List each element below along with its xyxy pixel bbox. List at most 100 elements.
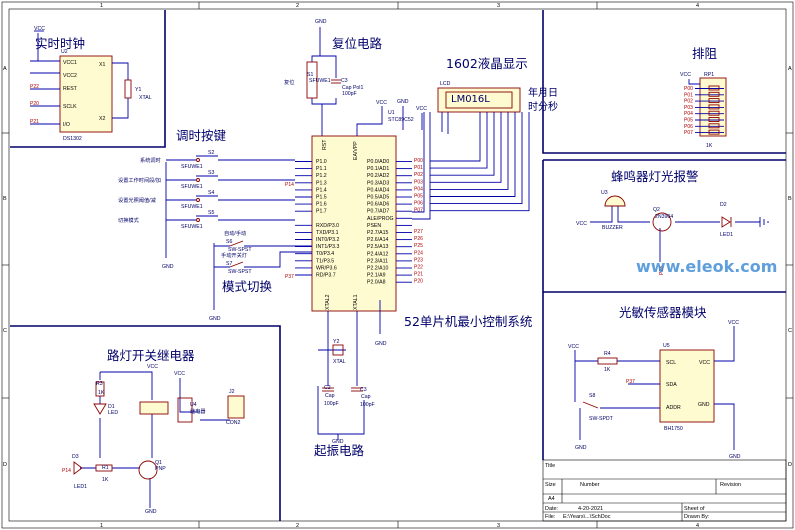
u1-net-p14: P14 bbox=[285, 182, 294, 188]
row-label-b-right: B bbox=[788, 196, 792, 202]
d2-part: LED1 bbox=[720, 232, 733, 238]
sensor-title: 光敏传感器模块 bbox=[619, 305, 707, 320]
s1-switch bbox=[306, 61, 318, 99]
reset-gnd: GND bbox=[315, 19, 327, 25]
lcd-title: 1602液晶显示 bbox=[446, 56, 528, 71]
q2-net-p23: P23 bbox=[659, 266, 665, 275]
u1-right-pin-label: P2.3/A11 bbox=[367, 258, 388, 264]
u1-pin-xtal1: XTAL1 bbox=[353, 294, 359, 310]
r4-ref: R4 bbox=[604, 351, 611, 357]
mcu-title: 52单片机最小控制系统 bbox=[404, 314, 532, 329]
u5-part: BH1750 bbox=[664, 426, 683, 432]
tb-size-label: Size bbox=[545, 482, 556, 488]
j2-ref: J2 bbox=[229, 389, 235, 395]
y2-val: XTAL bbox=[333, 359, 346, 365]
u3-ref: U3 bbox=[601, 190, 608, 196]
d3-net-p14: P14 bbox=[62, 468, 71, 474]
key-switch[interactable] bbox=[196, 218, 200, 222]
c3b-val: Cap bbox=[361, 394, 371, 400]
row-label-a: A bbox=[3, 66, 7, 72]
u5-pin-scl: SCL bbox=[666, 360, 676, 366]
c3-val2: 100pF bbox=[342, 91, 357, 97]
d1-part: LED bbox=[108, 410, 118, 416]
rp1-ref: RP1 bbox=[704, 72, 714, 78]
u5-pin-vcc: VCC bbox=[699, 360, 710, 366]
sensor-circuit: U5 BH1750 SCL SDA ADDR VCC GND VCC VCC R… bbox=[568, 320, 741, 460]
u1-left-pins: P1.0P1.1P1.2P1.3P1.4P1.5P1.6P1.7RXD/P3.0… bbox=[295, 159, 339, 279]
key-ref: S4 bbox=[208, 190, 214, 196]
u1-net-p2: P22 bbox=[414, 265, 423, 271]
d3-ref: D3 bbox=[72, 454, 79, 460]
r4-resistor bbox=[597, 357, 618, 365]
u1-right-pin-label: PSEN bbox=[367, 223, 381, 229]
title-block: Title Size A4 Number Revision Date: 4-20… bbox=[542, 459, 787, 522]
col-label-2-bottom: 2 bbox=[296, 523, 299, 529]
u1-right-pin-label: P2.7/A15 bbox=[367, 230, 388, 236]
u1-left-pin-label: P1.3 bbox=[316, 180, 327, 186]
key-label: 设置光照阈值/减 bbox=[118, 196, 157, 204]
u5-pin-gnd: GND bbox=[698, 402, 710, 408]
u1-left-pin-label: TXD/P3.1 bbox=[316, 230, 339, 236]
u1-vcc: VCC bbox=[376, 100, 387, 106]
key-label: 设置工作时间段/加 bbox=[118, 176, 161, 184]
u1-right-pin-label: P2.2/A10 bbox=[367, 266, 388, 272]
u1-right-pin-label: P0.2/AD2 bbox=[367, 173, 389, 179]
u5-vcc: VCC bbox=[728, 320, 739, 326]
u1-gnd-bottom: GND bbox=[375, 341, 387, 347]
u2-pin-rest: REST bbox=[63, 86, 78, 92]
u3-buzzer bbox=[604, 195, 626, 207]
tb-title: Title bbox=[545, 463, 555, 469]
s6-part: SW-SPST bbox=[228, 247, 252, 253]
u1-net-p2: P20 bbox=[414, 279, 423, 285]
rp1-resistor bbox=[708, 129, 720, 135]
r3-val: 1K bbox=[98, 390, 105, 396]
lcd-bus-line bbox=[430, 112, 516, 197]
key-switch[interactable] bbox=[196, 198, 200, 202]
u1-right-pin-label: P2.5/A13 bbox=[367, 244, 388, 250]
rp1-pin-label: P05 bbox=[684, 118, 693, 124]
s6-ref: S6 bbox=[226, 239, 232, 245]
key-switch[interactable] bbox=[196, 158, 200, 162]
r1-val: 1K bbox=[102, 477, 109, 483]
rp1-pin-label: P06 bbox=[684, 124, 693, 130]
u1-net-p0: P05 bbox=[414, 194, 423, 200]
lcd-note-1: 年月日 bbox=[528, 86, 558, 99]
q1-ref: Q1 bbox=[155, 460, 162, 466]
col-label-4: 4 bbox=[696, 3, 699, 9]
c2-ref: C2 bbox=[324, 385, 331, 391]
c3b-val2: 100pF bbox=[360, 402, 375, 408]
u1-net-p37: P37 bbox=[285, 274, 294, 280]
j2-connector bbox=[227, 395, 245, 419]
u1-right-pin-label: P0.6/AD6 bbox=[367, 202, 389, 208]
u2-pin-x2: X2 bbox=[99, 116, 105, 122]
q2-ref: Q2 bbox=[653, 207, 660, 213]
s1-ref: S1 bbox=[307, 72, 313, 78]
d2-ref: D2 bbox=[720, 202, 727, 208]
rp1-resistor bbox=[708, 117, 720, 122]
buzzer-circuit: U3 BUZZER VCC Q2 2N3904 D2 LED1 P23 bbox=[576, 190, 769, 275]
u1-left-pin-label: T1/P3.5 bbox=[316, 258, 334, 264]
s1-fuwei: 复位 bbox=[284, 78, 294, 86]
rp1-pin-label: P04 bbox=[684, 111, 693, 117]
d1-ref: D1 bbox=[108, 404, 115, 410]
d3-part: LED1 bbox=[74, 484, 87, 490]
tb-file: E:\Years\...\SchDoc bbox=[563, 514, 611, 520]
rp1-pin-label: P03 bbox=[684, 105, 693, 111]
rp1-resistor bbox=[708, 104, 720, 110]
s8-ref: S8 bbox=[589, 393, 595, 399]
reset-circuit: GND S1 SFUWE1 复位 C3 Cap Pol1 100pF bbox=[284, 19, 363, 136]
resnet-frame bbox=[542, 10, 786, 154]
rp1-vcc: VCC bbox=[680, 72, 691, 78]
mode-title: 模式切换 bbox=[222, 279, 273, 294]
u1-left-pin-label: P1.4 bbox=[316, 187, 327, 193]
u1-net-p0: P02 bbox=[414, 172, 423, 178]
s8-part: SW-SPDT bbox=[589, 416, 614, 422]
key-switch[interactable] bbox=[196, 178, 200, 182]
u1-left-pin-label: RXD/P3.0 bbox=[316, 223, 339, 229]
key-ref: S2 bbox=[208, 150, 214, 156]
u1-right-pins: P0.0/AD0P0.1/AD1P0.2/AD2P0.3/AD3P0.4/AD4… bbox=[367, 158, 423, 286]
relay-circuit: VCC VCC R3 1K D1 LED U4 继电器 J2 CON2 D3 L… bbox=[62, 364, 245, 515]
lcd-bus-line bbox=[430, 112, 509, 190]
col-label-1-bottom: 1 bbox=[100, 523, 103, 529]
u1-left-pin-label: P1.7 bbox=[316, 209, 327, 215]
